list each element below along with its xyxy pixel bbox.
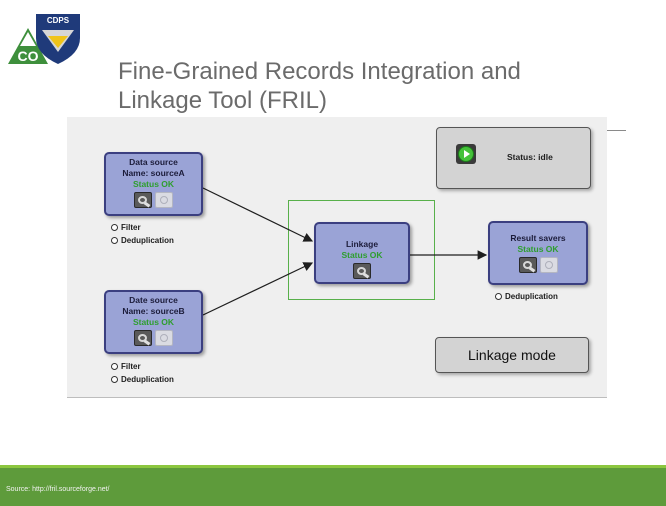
linkage-node[interactable]: Linkage Status OK [314, 222, 410, 284]
node-status: Status OK [132, 317, 175, 327]
preview-icon [155, 192, 173, 208]
radio-icon[interactable] [495, 293, 502, 300]
logo-state-text: CO [18, 48, 39, 64]
source-citation: Source: http://fril.sourceforge.net/ [6, 486, 110, 493]
option-label: Deduplication [505, 292, 558, 301]
node-title: Date source [129, 295, 178, 305]
node-title: Linkage [345, 239, 379, 249]
node-name: Name: sourceB [122, 306, 185, 316]
node-title: Result savers [510, 233, 566, 243]
result-savers-node[interactable]: Result savers Status OK [488, 221, 588, 285]
option-label: Filter [121, 362, 141, 371]
linkage-mode-button[interactable]: Linkage mode [435, 337, 589, 373]
data-source-a-node[interactable]: Data source Name: sourceA Status OK [104, 152, 203, 216]
result-dedup-option[interactable]: Deduplication [495, 292, 558, 301]
source-b-filter-option[interactable]: Filter [111, 362, 141, 371]
logo-agency-text: CDPS [47, 16, 70, 25]
data-source-b-node[interactable]: Date source Name: sourceB Status OK [104, 290, 203, 354]
play-button[interactable] [456, 144, 476, 164]
configure-icon[interactable] [518, 257, 537, 273]
node-status: Status OK [341, 250, 383, 260]
node-status: Status OK [517, 244, 559, 254]
source-a-filter-option[interactable]: Filter [111, 223, 141, 232]
node-title: Data source [129, 157, 178, 167]
play-icon [458, 146, 474, 162]
slide-title: Fine-Grained Records Integration and Lin… [118, 58, 521, 114]
preview-icon [155, 330, 173, 346]
radio-icon[interactable] [111, 376, 118, 383]
preview-icon [539, 257, 558, 273]
status-text: Status: idle [507, 152, 553, 162]
configure-icon[interactable] [134, 192, 152, 208]
footer-bar: Source: http://fril.sourceforge.net/ [0, 465, 666, 506]
option-label: Deduplication [121, 236, 174, 245]
radio-icon[interactable] [111, 237, 118, 244]
option-label: Deduplication [121, 375, 174, 384]
configure-icon[interactable] [353, 263, 371, 279]
cdps-logo: CO CDPS [6, 8, 82, 66]
source-b-dedup-option[interactable]: Deduplication [111, 375, 174, 384]
node-name: Name: sourceA [122, 168, 185, 178]
status-panel: Status: idle [436, 127, 591, 189]
source-a-dedup-option[interactable]: Deduplication [111, 236, 174, 245]
selection-rectangle [288, 200, 435, 300]
radio-icon[interactable] [111, 224, 118, 231]
option-label: Filter [121, 223, 141, 232]
node-status: Status OK [132, 179, 175, 189]
configure-icon[interactable] [134, 330, 152, 346]
radio-icon[interactable] [111, 363, 118, 370]
title-rule [600, 130, 626, 131]
